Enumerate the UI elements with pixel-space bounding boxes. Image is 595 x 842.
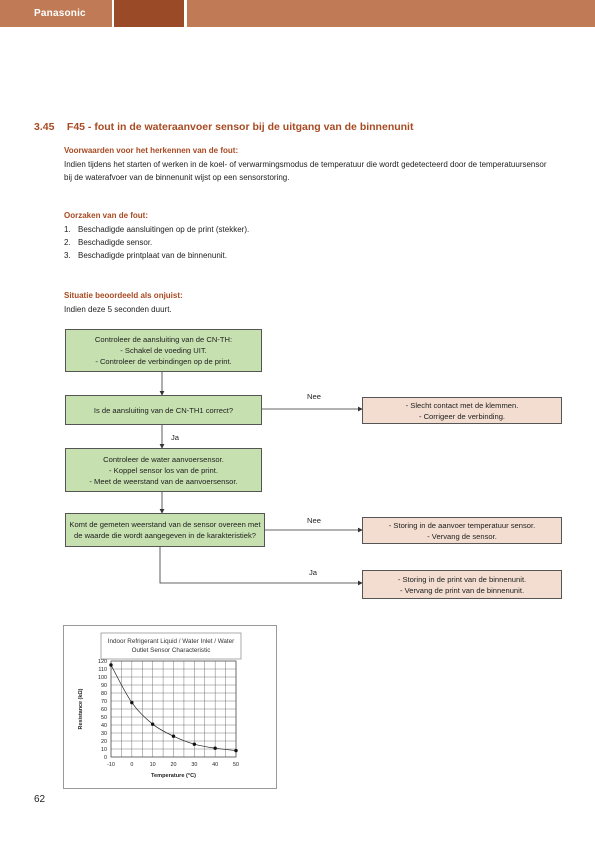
chart-x-tick-label: 50: [233, 762, 239, 768]
chart-data-point: [171, 734, 176, 738]
chart-data-point: [130, 700, 134, 705]
flow-box-pcb-fault: - Storing in de print van de binnenunit.…: [362, 570, 562, 599]
label-nee-1: Nee: [307, 392, 321, 401]
chart-x-tick-label: 20: [171, 762, 177, 768]
causes-heading: Oorzaken van de fout:: [64, 211, 149, 220]
conditions-heading: Voorwaarden voor het herkennen van de fo…: [64, 146, 239, 155]
sensor-characteristic-chart: Indoor Refrigerant Liquid / Water Inlet …: [63, 625, 277, 789]
chart-data-point: [192, 742, 197, 746]
brand-logo: Panasonic: [34, 8, 86, 19]
situation-text: Indien deze 5 seconden duurt.: [64, 305, 172, 314]
chart-x-tick-label: 0: [130, 762, 133, 768]
flow-box-check-sensor: Controleer de water aanvoersensor. - Kop…: [65, 448, 262, 492]
chart-title-line-1: Indoor Refrigerant Liquid / Water Inlet …: [108, 638, 235, 645]
chart-x-tick-label: -10: [107, 762, 115, 768]
list-item: 3.Beschadigde printplaat van de binnenun…: [64, 251, 227, 260]
flow-box-sensor-fault: - Storing in de aanvoer temperatuur sens…: [362, 517, 562, 544]
chart-y-tick-label: 120: [98, 659, 107, 665]
flow-box-connection-correct: Is de aansluiting van de CN-TH1 correct?: [65, 395, 262, 425]
connector-5-7: [159, 547, 363, 586]
chart-title-line-2: Outlet Sensor Characteristic: [132, 647, 211, 654]
chart-svg: Indoor Refrigerant Liquid / Water Inlet …: [78, 632, 242, 779]
chart-data-point: [150, 722, 155, 726]
flow-box-resistance-match: Komt de gemeten weerstand van de sensor …: [65, 513, 265, 547]
chart-y-tick-label: 100: [98, 675, 107, 681]
chart-y-tick-label: 90: [101, 683, 107, 689]
page-number: 62: [34, 794, 46, 805]
chart-y-tick-label: 80: [101, 691, 107, 697]
chart-data-point: [213, 746, 217, 750]
chart-y-tick-label: 20: [101, 739, 107, 745]
chart-x-axis-label: Temperature (°C): [151, 773, 196, 779]
conditions-text: Indien tijdens het starten of werken in …: [64, 160, 547, 182]
chart-y-tick-label: 110: [98, 667, 107, 673]
chart-data-point: [109, 663, 113, 667]
chart-x-tick-label: 30: [191, 762, 197, 768]
label-ja-2: Ja: [309, 568, 318, 577]
label-nee-2: Nee: [307, 516, 321, 525]
chart-y-tick-label: 0: [104, 755, 107, 761]
chart-x-tick-label: 40: [212, 762, 218, 768]
chart-title-box: [100, 632, 242, 660]
flow-box-check-connection: Controleer de aansluiting van de CN-TH: …: [65, 329, 262, 372]
list-item: 2.Beschadigde sensor.: [64, 238, 153, 247]
chart-y-tick-label: 70: [101, 699, 107, 705]
section-number: 3.45: [34, 121, 55, 133]
chart-y-tick-label: 50: [101, 715, 107, 721]
chart-y-tick-label: 30: [101, 731, 107, 737]
header-bar: [187, 0, 595, 27]
causes-list: 1.Beschadigde aansluitingen op de print …: [64, 223, 554, 262]
header-logo-bar: Panasonic: [0, 0, 112, 27]
chart-x-tick-label: 10: [150, 762, 156, 768]
chart-y-tick-label: 10: [101, 747, 107, 753]
flow-box-bad-contact: - Slecht contact met de klemmen. - Corri…: [362, 397, 562, 424]
chart-y-axis-label: Resistance (kΩ): [78, 688, 84, 729]
label-ja-1: Ja: [171, 433, 180, 442]
chart-data-point: [234, 748, 238, 753]
chart-y-tick-label: 60: [101, 707, 107, 713]
list-item: 1.Beschadigde aansluitingen op de print …: [64, 225, 250, 234]
situation-heading: Situatie beoordeeld als onjuist:: [64, 291, 183, 300]
header-accent-bar: [114, 0, 184, 27]
chart-y-tick-label: 40: [101, 723, 107, 729]
section-title-text: F45 - fout in de wateraanvoer sensor bij…: [66, 121, 414, 133]
section-title: 3.45 F45 - fout in de wateraanvoer senso…: [34, 121, 413, 133]
